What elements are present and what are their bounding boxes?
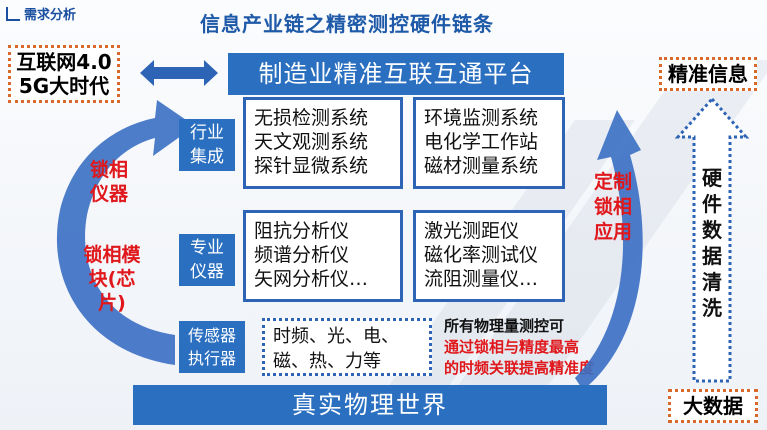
lockin-module-label: 锁相模块(芯片) (83, 244, 141, 314)
professional-instrument-label: 专业仪器 (179, 234, 235, 286)
dotted-up-arrow (674, 96, 750, 383)
integration-right-list: 环境监测系统 电化学工作站 磁材测量系统 (413, 97, 565, 189)
precise-info-box: 精准信息 (659, 57, 757, 91)
list-item: 激光测距仪 (424, 220, 520, 242)
quantity-line: 时频、光、电、 (273, 326, 399, 347)
industry-integration-label: 行业集成 (179, 119, 235, 171)
right-curved-arrow (575, 110, 643, 390)
list-item: 环境监测系统 (424, 107, 539, 129)
instrument-right-list: 激光测距仪 磁化率测试仪 流阻测量仪… (413, 210, 565, 302)
list-item: 天文观测系统 (254, 131, 369, 153)
era-line2: 5G大时代 (18, 74, 110, 98)
list-item: 频谱分析仪 (254, 244, 350, 266)
list-item: 阻抗分析仪 (254, 220, 350, 242)
platform-box: 制造业精准互联互通平台 (228, 53, 564, 95)
real-physical-world-bar: 真实物理世界 (133, 385, 607, 425)
big-curved-arrow (56, 100, 195, 365)
note-line3: 的时频关联提高精准度 (444, 359, 595, 377)
list-item: 矢网分析仪… (254, 268, 369, 290)
integration-left-list: 无损检测系统 天文观测系统 探针显微系统 (243, 97, 403, 189)
hardware-data-cleaning: 硬件数据清洗 (702, 166, 722, 320)
double-arrow-icon (140, 60, 218, 86)
section-tag: 需求分析 (6, 4, 76, 23)
instrument-left-list: 阻抗分析仪 频谱分析仪 矢网分析仪… (243, 210, 403, 302)
list-item: 磁材测量系统 (424, 155, 539, 177)
list-item: 流阻测量仪… (424, 268, 539, 290)
physical-quantities-box: 时频、光、电、 磁、热、力等 (262, 318, 432, 376)
corner-arrow-icon (6, 6, 20, 21)
era-line1: 互联网4.0 (16, 50, 112, 74)
precision-note: 所有物理量测控可 通过锁相与精度最高 的时频关联提高精准度 (444, 316, 594, 379)
section-tag-text: 需求分析 (24, 8, 77, 23)
list-item: 电化学工作站 (424, 131, 539, 153)
page-title: 信息产业链之精密测控硬件链条 (200, 12, 494, 36)
note-line2: 通过锁相与精度最高 (444, 338, 580, 356)
big-data-box: 大数据 (668, 389, 758, 423)
list-item: 磁化率测试仪 (424, 244, 539, 266)
sensor-actuator-label: 传感器执行器 (179, 321, 245, 373)
custom-lockin-label: 定制锁相应用 (593, 171, 632, 243)
era-box: 互联网4.0 5G大时代 (8, 45, 120, 103)
quantity-line: 磁、热、力等 (273, 351, 381, 372)
note-line1: 所有物理量测控可 (444, 317, 565, 335)
list-item: 无损检测系统 (254, 107, 369, 129)
list-item: 探针显微系统 (254, 155, 369, 177)
lockin-instrument-label: 锁相仪器 (89, 159, 128, 205)
